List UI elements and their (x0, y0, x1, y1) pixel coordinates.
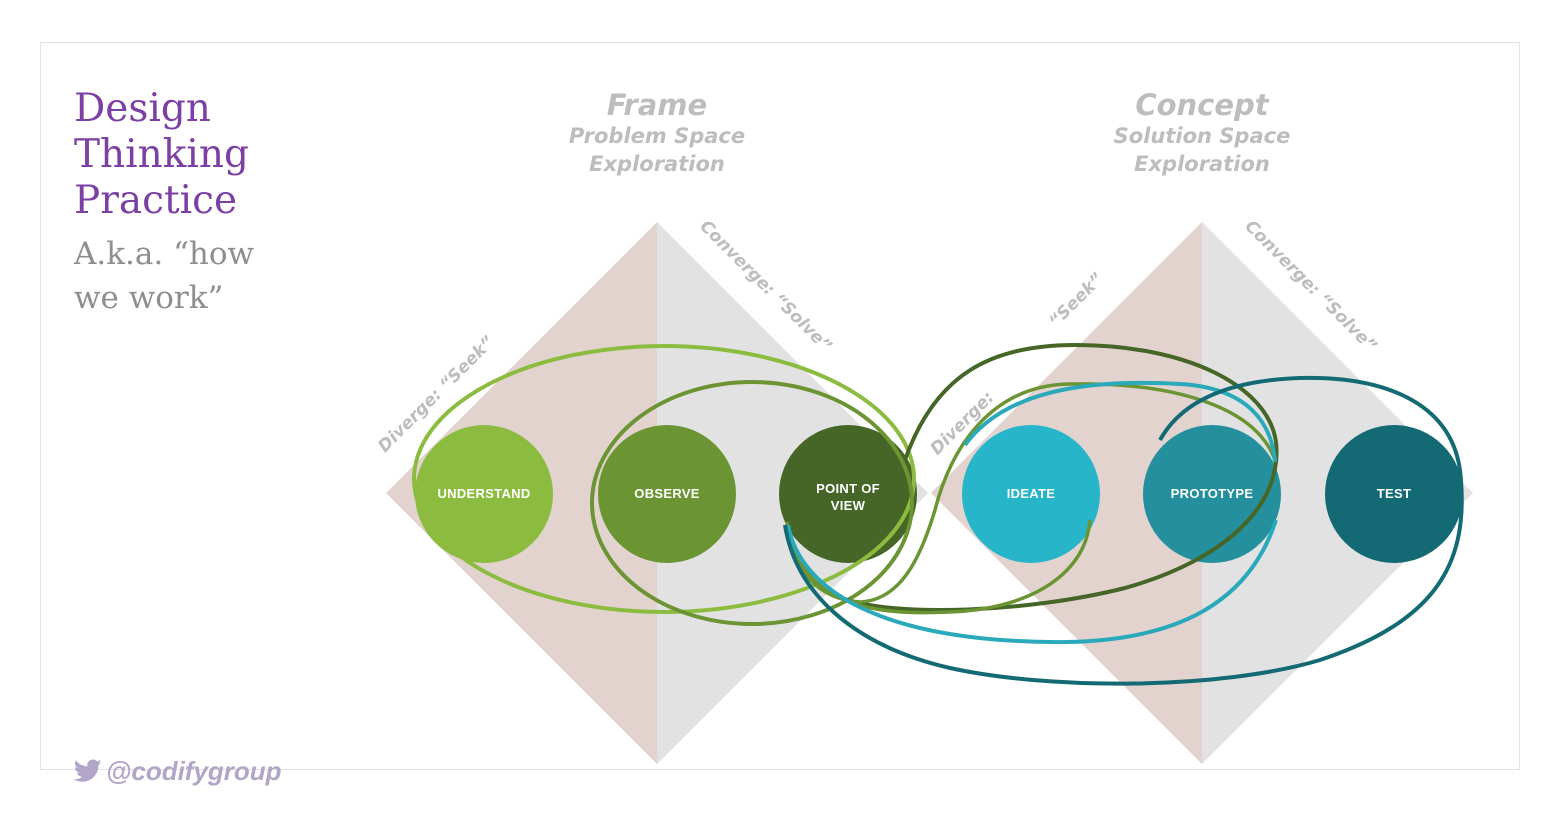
frame-heading: Frame (607, 88, 707, 122)
page-subtitle: A.k.a. “how we work” (74, 232, 254, 320)
frame-subheading-1: Problem Space (569, 124, 745, 148)
title-line: Thinking (74, 132, 249, 177)
stage-circle-test (1325, 425, 1463, 563)
stage-label-test: TEST (1377, 486, 1411, 501)
subtitle-line: we work” (74, 280, 224, 316)
subtitle-line: A.k.a. “how (74, 236, 255, 272)
stage-circle-observe (598, 425, 736, 563)
concept-subheading-1: Solution Space (1114, 124, 1291, 148)
twitter-handle-text: @codifygroup (106, 755, 282, 786)
concept-diverge-label-2: “Seek” (1045, 269, 1108, 332)
stage-circle-ideate (962, 425, 1100, 563)
twitter-bird-icon (74, 759, 102, 782)
twitter-handle: @codifygroup (74, 754, 282, 788)
title-line: Practice (74, 178, 238, 223)
stage-circle-point-of-view (779, 425, 917, 563)
stage-circle-prototype (1143, 425, 1281, 563)
stage-circle-understand (415, 425, 553, 563)
stage-label-understand: UNDERSTAND (437, 486, 530, 501)
title-line: Design (74, 86, 211, 131)
frame-subheading-2: Exploration (589, 152, 725, 176)
loop-test-to-pov (783, 375, 1464, 686)
concept-heading: Concept (1135, 88, 1269, 122)
page-title: Design Thinking Practice (74, 86, 249, 224)
loop-observe-to-pov (590, 380, 914, 626)
stage-label-ideate: IDEATE (1007, 486, 1056, 501)
loop-prototype-to-pov (786, 380, 1278, 645)
concept-subheading-2: Exploration (1134, 152, 1270, 176)
slide-border (40, 42, 1520, 770)
stage-label-point-of-view-2: VIEW (831, 498, 866, 513)
stage-label-observe: OBSERVE (634, 486, 699, 501)
loop-ideate-crossover (785, 382, 1277, 615)
loop-understand-to-pov (412, 344, 916, 614)
stage-label-prototype: PROTOTYPE (1171, 486, 1254, 501)
stage-label-point-of-view-1: POINT OF (816, 481, 880, 496)
